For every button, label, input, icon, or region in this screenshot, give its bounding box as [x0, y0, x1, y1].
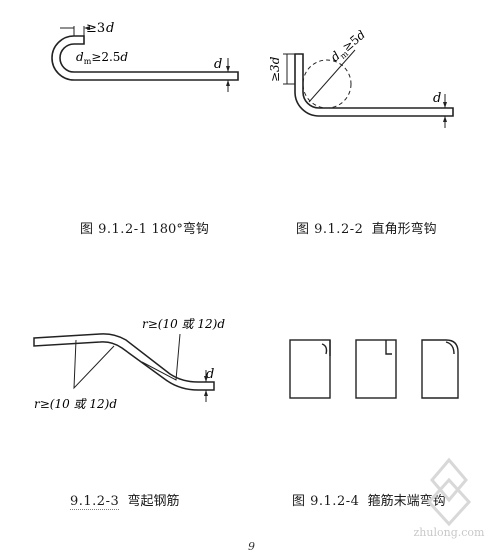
- label-bend-sub: m: [338, 49, 350, 61]
- rebar-180-hook: [51, 35, 239, 81]
- figure-180-hook: ≥3 d dm≥2.5d d: [51, 21, 239, 92]
- label-thickness-d: d: [433, 91, 441, 106]
- rebar-right-angle-hook: [294, 53, 454, 117]
- label-bend-sub: m: [84, 57, 92, 66]
- label-thickness-d: d: [214, 57, 222, 72]
- figure-right-angle-hook: ≥3d dm≥5d d: [268, 30, 454, 128]
- caption-figure-2: 图 9.1.2-2 直角形弯钩: [296, 222, 437, 237]
- page-number: 9: [248, 540, 255, 553]
- stirrup-2: [355, 339, 397, 399]
- caption-figure-1: 图 9.1.2-1 180°弯钩: [80, 222, 209, 237]
- figure-bent-up-bar: r≥(10 或 12)d r≥(10 或 12)d d: [33, 317, 225, 411]
- watermark-text: zhulong.com: [414, 526, 486, 539]
- stirrup-1: [289, 339, 331, 399]
- radius-triangle-top: [141, 333, 181, 381]
- caption-figure-3: 9.1.2-3 弯起钢筋: [70, 494, 180, 510]
- watermark-logo: zhulong.com: [414, 457, 486, 539]
- svg-text:dm≥5d: dm≥5d: [328, 30, 370, 66]
- caption-figure-4: 图 9.1.2-4 箍筋末端弯钩: [292, 494, 446, 509]
- radius-triangle-bottom: [73, 339, 115, 390]
- stirrup-3: [421, 339, 459, 399]
- label-straight-d: d: [106, 21, 114, 36]
- label-thickness-d: d: [206, 367, 214, 382]
- label-straight-length: ≥3: [86, 21, 105, 36]
- rebar-bent-up: [33, 333, 215, 391]
- label-bend-d: d: [76, 50, 84, 64]
- label-straight-length: ≥3d: [268, 56, 282, 82]
- label-radius-bottom: r≥(10 或 12)d: [34, 397, 117, 411]
- label-radius-top: r≥(10 或 12)d: [142, 317, 225, 331]
- svg-text:dm≥2.5d: dm≥2.5d: [76, 50, 128, 66]
- label-bend-rule: ≥2.5: [91, 50, 120, 64]
- figure-stirrup-hooks: [289, 339, 459, 399]
